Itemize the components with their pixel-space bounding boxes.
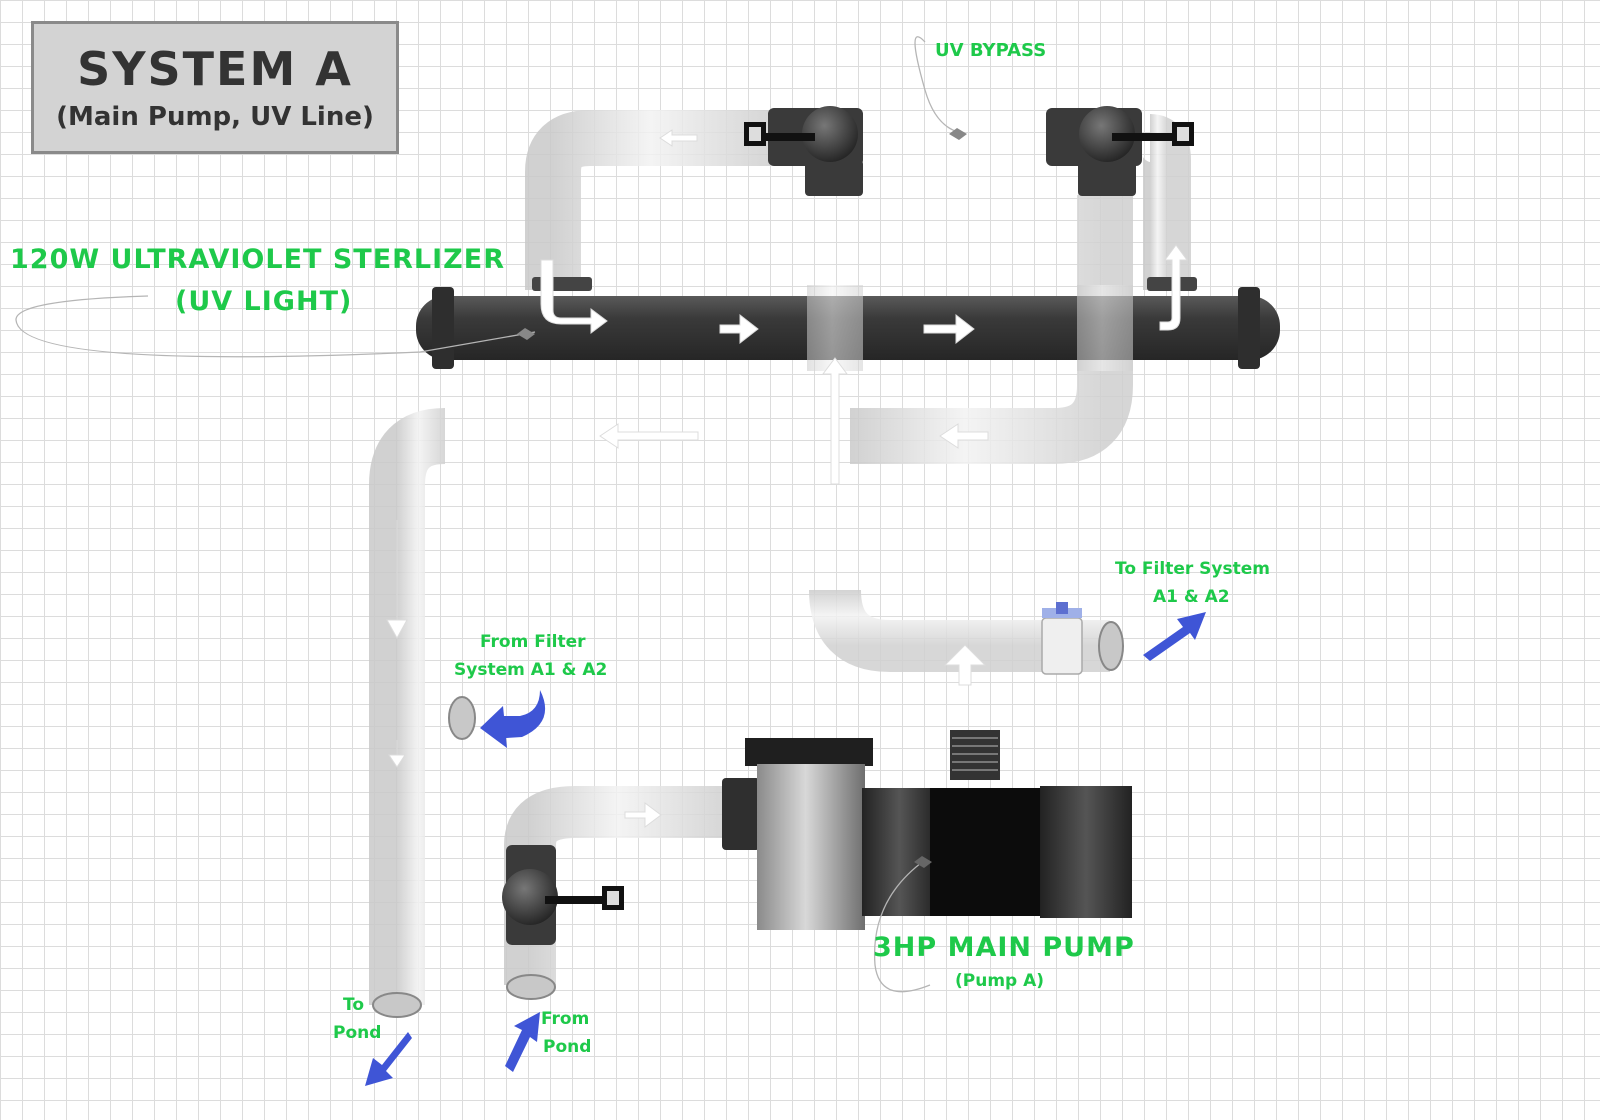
flow-arrows	[386, 129, 1188, 828]
diagram-subtitle: (Main Pump, UV Line)	[56, 102, 374, 132]
label-from-pond-1: From	[541, 1009, 590, 1029]
diagram-title: SYSTEM A	[77, 42, 353, 96]
flow-arrow-supply-up	[822, 357, 848, 485]
label-from-filter-1: From Filter	[480, 632, 586, 652]
flow-arrow-return-2	[939, 423, 989, 449]
flow-arrow-uv-1	[719, 313, 759, 345]
flow-arrow-down-left	[386, 520, 408, 640]
pipe-pump-suction	[504, 786, 725, 985]
label-from-filter-2: System A1 & A2	[454, 660, 608, 680]
label-uv-bypass: UV BYPASS	[935, 40, 1047, 61]
union-coupling	[1041, 602, 1083, 675]
flow-arrow-return	[599, 423, 699, 449]
opening-from-pond	[506, 974, 556, 1000]
callout-marker-uv	[517, 328, 535, 340]
label-main-pump-sub: (Pump A)	[955, 971, 1045, 991]
label-to-pond-2: Pond	[333, 1023, 382, 1043]
flow-arrow-suction	[624, 802, 662, 828]
pipe-uv-inlet	[525, 110, 770, 290]
flow-arrow-uv-2	[923, 313, 975, 345]
label-from-pond-2: Pond	[543, 1037, 592, 1057]
external-flow-arrows	[365, 612, 1206, 1086]
callout-main-pump	[873, 859, 931, 993]
callout-uv-bypass	[914, 36, 959, 133]
arrow-to-pond-blue	[365, 1032, 412, 1086]
label-uv-sterilizer: 120W ULTRAVIOLET STERLIZER	[10, 244, 505, 275]
callout-uv-light	[15, 295, 536, 358]
main-pump	[722, 730, 1132, 930]
opening-to-filter	[1098, 621, 1124, 671]
callout-marker-bypass	[949, 128, 967, 140]
label-main-pump: 3HP MAIN PUMP	[873, 932, 1135, 963]
flow-arrow-uv-in	[540, 259, 608, 334]
pipe-pump-discharge-tee	[809, 588, 1110, 672]
arrow-from-pond-blue	[505, 1012, 540, 1072]
valve-top-center	[744, 106, 863, 196]
pipe-return-right	[850, 195, 1133, 464]
arrow-from-filter-blue	[480, 690, 546, 748]
callout-lines	[15, 36, 959, 993]
callout-marker-pump	[914, 856, 932, 868]
flow-arrow-tee	[943, 644, 987, 686]
pipe-uv-outlet	[1141, 114, 1191, 290]
pipe-return-front	[1077, 285, 1133, 371]
flow-arrow-uv-out	[1159, 244, 1188, 331]
opening-from-filter	[448, 696, 476, 740]
pipe-supply-front	[807, 285, 863, 371]
valve-top-right	[1046, 106, 1194, 196]
arrow-to-filter-blue	[1143, 612, 1206, 661]
pipe-to-pond	[369, 408, 447, 1005]
title-box: SYSTEM A (Main Pump, UV Line)	[31, 21, 399, 154]
label-to-filter-2: A1 & A2	[1153, 587, 1230, 607]
opening-to-pond	[372, 992, 422, 1018]
label-to-filter-1: To Filter System	[1115, 559, 1270, 579]
flow-arrow-down-left-2	[388, 740, 406, 768]
label-to-pond-1: To	[343, 995, 365, 1015]
label-uv-light: (UV LIGHT)	[175, 286, 353, 317]
valve-pump-suction	[502, 845, 624, 945]
flow-arrow-bypass	[659, 129, 698, 147]
